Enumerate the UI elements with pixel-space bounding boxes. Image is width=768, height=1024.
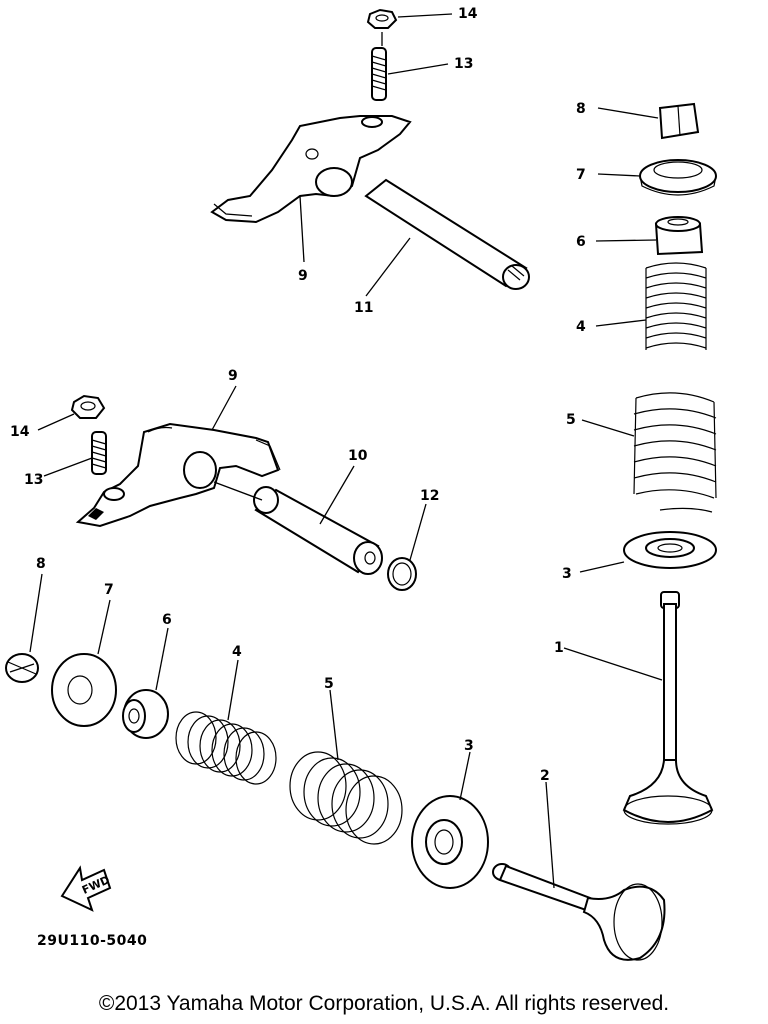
left-nut-part [70,394,106,419]
top-rocker-arm-part [210,115,412,224]
left-callout-14: 14 [10,424,30,440]
bottom-callout-7: 7 [104,582,114,598]
left-callout-9: 9 [228,368,238,384]
right-callout-8: 8 [576,101,586,117]
bottom-callout-4: 4 [232,644,242,660]
left-callout-13: 13 [24,472,43,488]
right-spring-seat-part [623,531,717,569]
top-callout-14: 14 [458,6,478,22]
top-rocker-assembly: 14 13 9 11 [210,6,530,316]
top-nut-part [366,8,398,29]
top-callout-9: 9 [298,268,308,284]
bottom-valve-part [492,863,666,961]
right-callout-4: 4 [576,319,586,335]
top-adjusting-screw-part [371,47,387,101]
right-callout-1: 1 [554,640,564,656]
right-valve-stack: 8 7 6 4 5 3 1 [554,101,717,825]
top-callout-13: 13 [454,56,473,72]
left-adjusting-screw-part [91,431,107,475]
bottom-outer-spring-part [289,751,403,845]
right-callout-5: 5 [566,412,576,428]
top-callout-11: 11 [354,300,373,316]
bottom-inner-spring-part [175,711,277,785]
right-inner-spring-part [645,262,707,350]
bottom-callout-5: 5 [324,676,334,692]
right-retainer-part [639,159,717,196]
left-rocker-shaft-part [253,486,383,575]
right-stem-seal-part [654,216,704,256]
bottom-callout-8: 8 [36,556,46,572]
diagram-code: 29U110-5040 [37,933,148,949]
bottom-retainer-part [51,653,117,727]
bottom-stem-seal-part [122,689,169,739]
copyright-notice: ©2013 Yamaha Motor Corporation, U.S.A. A… [98,992,670,1015]
right-callout-7: 7 [576,167,586,183]
bottom-spring-seat-part [411,795,489,889]
right-outer-spring-part [633,392,717,513]
right-callout-6: 6 [576,234,586,250]
bottom-exploded-row: 8 7 6 4 5 3 2 [5,556,666,961]
left-rocker-arm-part [75,422,281,528]
left-callout-12: 12 [420,488,439,504]
left-callout-10: 10 [348,448,368,464]
left-rocker-assembly: 9 14 13 10 12 [10,368,439,591]
right-valve-part [622,591,714,825]
bottom-callout-6: 6 [162,612,172,628]
right-callout-3: 3 [562,566,572,582]
right-cotter-part [658,102,700,140]
left-o-ring-part [387,557,417,591]
forward-arrow-icon: FWD [60,865,112,912]
bottom-callout-2: 2 [540,768,550,784]
bottom-callout-3: 3 [464,738,474,754]
bottom-cotter-part [5,653,39,683]
top-rocker-shaft-part [364,178,530,290]
